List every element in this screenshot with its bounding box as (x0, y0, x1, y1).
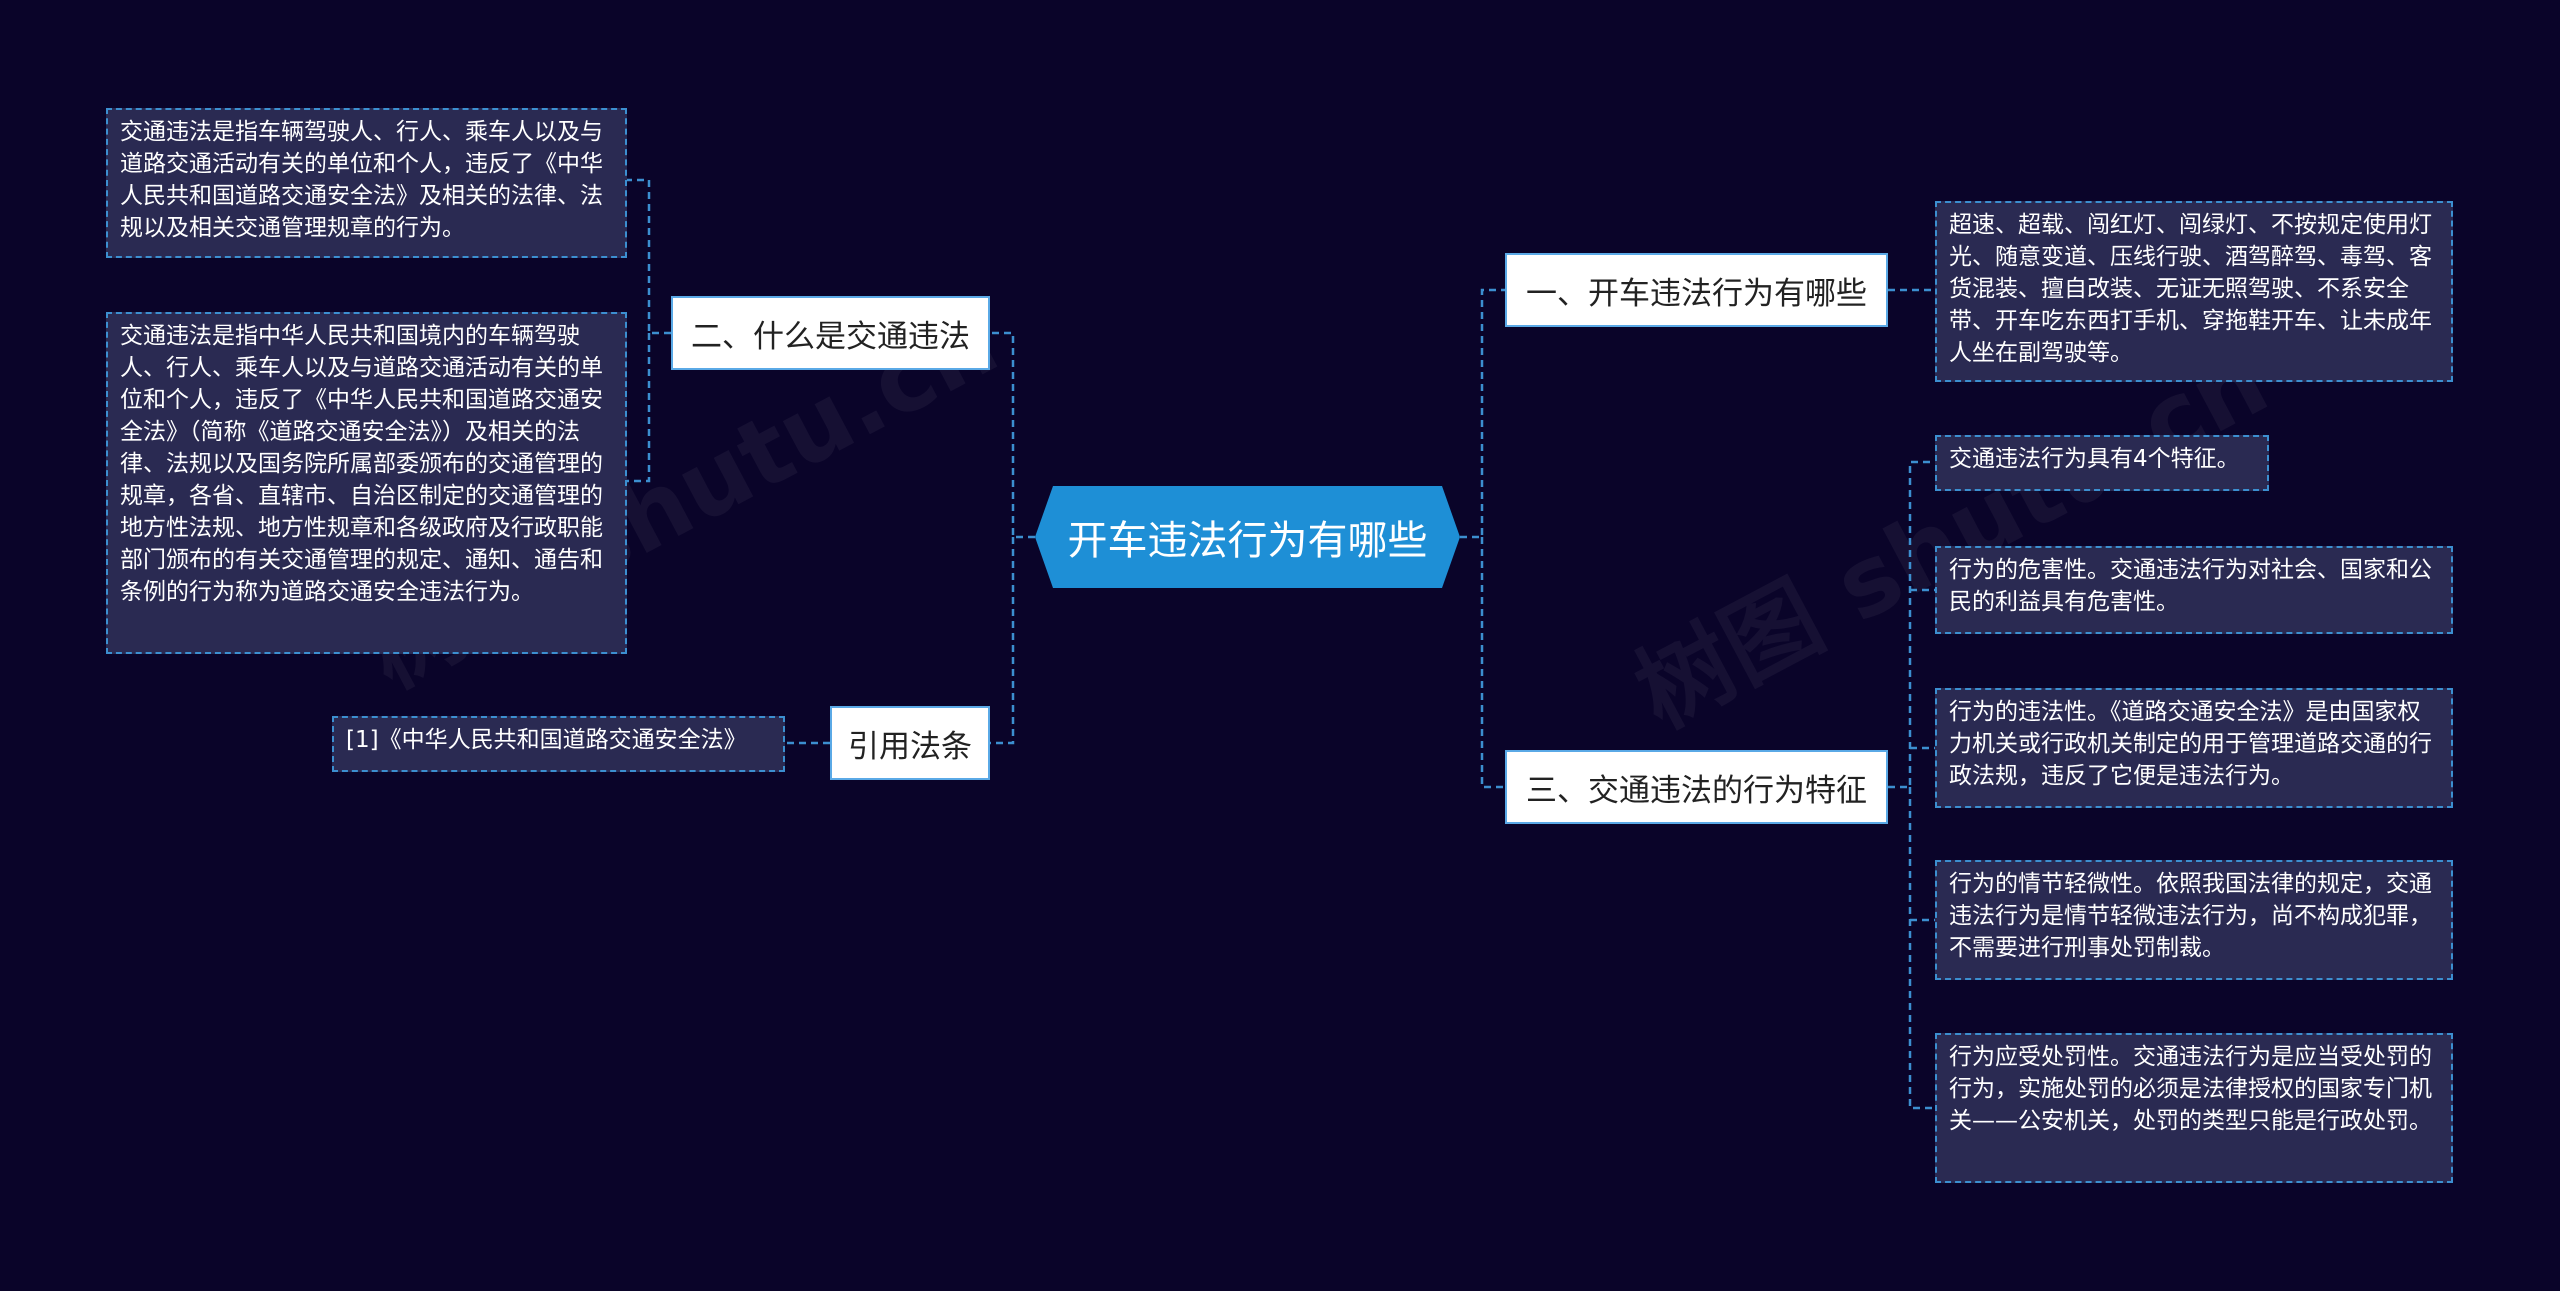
branch-label: 引用法条 (848, 728, 972, 765)
branch-label: 二、什么是交通违法 (691, 318, 970, 355)
branch-what-violations[interactable]: 一、开车违法行为有哪些 (1505, 253, 1888, 327)
link-b3-leaves (1888, 460, 1935, 789)
leaf-violation-list[interactable]: 超速、超载、闯红灯、闯绿灯、不按规定使用灯光、随意变道、压线行驶、酒驾醉驾、毒驾… (1935, 201, 2453, 382)
leaf-definition-short[interactable]: 交通违法是指车辆驾驶人、行人、乘车人以及与道路交通活动有关的单位和个人，违反了《… (106, 108, 627, 258)
leaf-punishable[interactable]: 行为应受处罚性。交通违法行为是应当受处罚的行为，实施处罚的必须是法律授权的国家专… (1935, 1033, 2453, 1183)
leaf-text: 行为的违法性。《道路交通安全法》是由国家权力机关或行政机关制定的用于管理道路交通… (1949, 699, 2432, 789)
link-b2-leaf2 (627, 333, 651, 483)
leaf-text: 行为的情节轻微性。依照我国法律的规定，交通违法行为是情节轻微违法行为，尚不构成犯… (1949, 871, 2432, 961)
root-topic-label: 开车违法行为有哪些 (1067, 518, 1428, 564)
branch-label: 三、交通违法的行为特征 (1526, 772, 1867, 809)
branch-definition[interactable]: 二、什么是交通违法 (671, 296, 990, 370)
link-b2-leaves (627, 178, 671, 335)
link-root-b1 (1460, 288, 1505, 539)
leaf-four-features[interactable]: 交通违法行为具有4个特征。 (1935, 435, 2269, 491)
leaf-text: 交通违法是指中华人民共和国境内的车辆驾驶人、行人、乘车人以及与道路交通活动有关的… (120, 323, 603, 605)
link-root-b2 (990, 331, 1035, 539)
branch-references[interactable]: 引用法条 (830, 706, 990, 780)
link-root-b4 (990, 537, 1015, 745)
branch-characteristics[interactable]: 三、交通违法的行为特征 (1505, 750, 1888, 824)
leaf-law-citation[interactable]: [1]《中华人民共和国道路交通安全法》 (332, 716, 785, 772)
leaf-text: [1]《中华人民共和国道路交通安全法》 (346, 727, 747, 753)
leaf-text: 交通违法是指车辆驾驶人、行人、乘车人以及与道路交通活动有关的单位和个人，违反了《… (120, 119, 603, 241)
leaf-text: 行为应受处罚性。交通违法行为是应当受处罚的行为，实施处罚的必须是法律授权的国家专… (1949, 1044, 2432, 1134)
link-b3-leaf5 (1908, 787, 1935, 1110)
leaf-harmfulness[interactable]: 行为的危害性。交通违法行为对社会、国家和公民的利益具有危害性。 (1935, 546, 2453, 634)
branch-label: 一、开车违法行为有哪些 (1526, 275, 1867, 312)
leaf-text: 行为的危害性。交通违法行为对社会、国家和公民的利益具有危害性。 (1949, 557, 2432, 615)
link-root-b3 (1480, 537, 1505, 789)
leaf-text: 超速、超载、闯红灯、闯绿灯、不按规定使用灯光、随意变道、压线行驶、酒驾醉驾、毒驾… (1949, 212, 2432, 366)
leaf-minor-circumstances[interactable]: 行为的情节轻微性。依照我国法律的规定，交通违法行为是情节轻微违法行为，尚不构成犯… (1935, 860, 2453, 980)
leaf-definition-full[interactable]: 交通违法是指中华人民共和国境内的车辆驾驶人、行人、乘车人以及与道路交通活动有关的… (106, 312, 627, 654)
leaf-illegality[interactable]: 行为的违法性。《道路交通安全法》是由国家权力机关或行政机关制定的用于管理道路交通… (1935, 688, 2453, 808)
root-topic[interactable]: 开车违法行为有哪些 (1035, 486, 1460, 588)
leaf-text: 交通违法行为具有4个特征。 (1949, 446, 2240, 472)
